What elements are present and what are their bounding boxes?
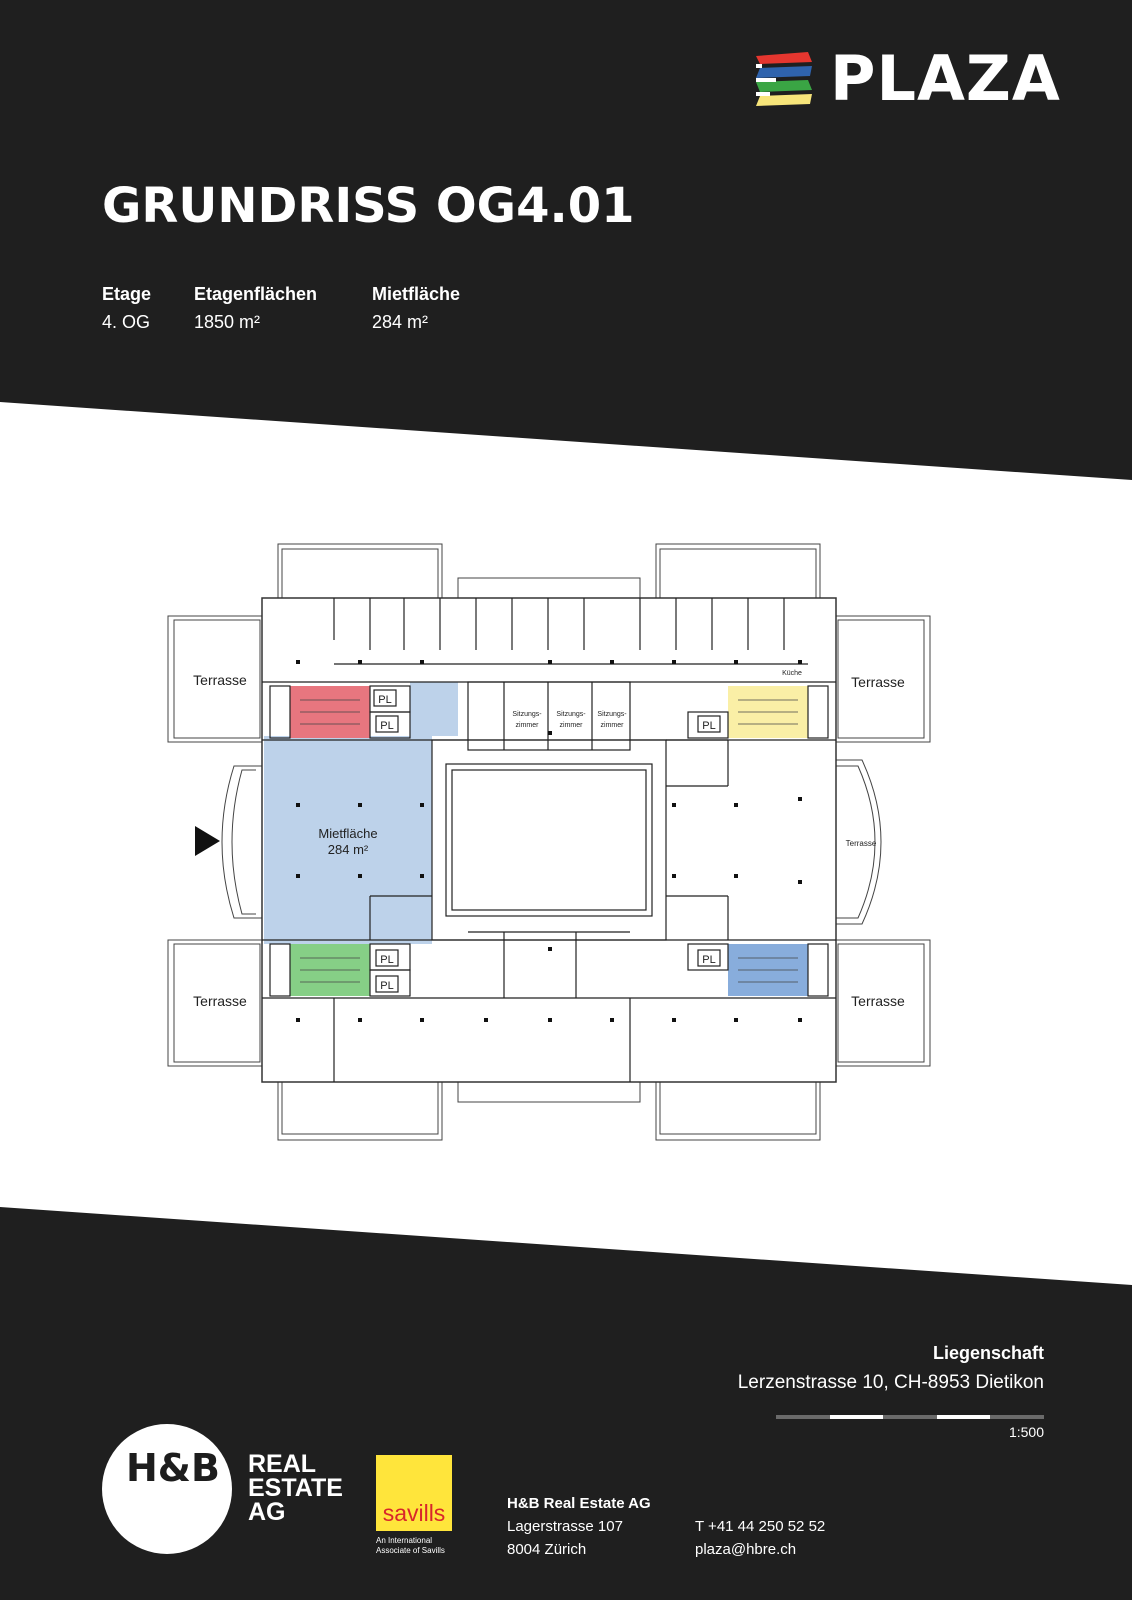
savills-tagline-line1: An International xyxy=(376,1536,433,1545)
logo-text-line1: REAL xyxy=(248,1450,317,1478)
savills-tagline: An International Associate of Savills xyxy=(376,1536,466,1556)
company-street: Lagerstrasse 107 xyxy=(507,1518,623,1535)
balcony-top-left xyxy=(277,543,443,599)
savills-logo-text: savills xyxy=(382,1500,446,1526)
parking-label-5: PL xyxy=(380,980,393,992)
parking-label-1: PL xyxy=(378,694,391,706)
balcony-bottom-right xyxy=(655,1081,821,1141)
meeting-room-1-line1: Sitzungs- xyxy=(512,711,542,718)
meeting-room-3-line1: Sitzungs- xyxy=(597,711,627,718)
stat-floor-area-value: 1850 m² xyxy=(194,312,261,332)
property-address: Lerzenstrasse 10, CH-8953 Dietikon xyxy=(737,1372,1044,1393)
logo-text-line2: ESTATE xyxy=(248,1474,343,1502)
parking-label-4: PL xyxy=(380,954,393,966)
savills-tagline-line2: Associate of Savills xyxy=(376,1546,445,1555)
terrace-label-top-right: Terrasse xyxy=(851,674,905,690)
rental-area-label: Mietfläche xyxy=(318,826,377,841)
entrance-arrow-icon xyxy=(195,826,220,856)
balcony-top-right xyxy=(655,543,821,599)
balcony-bottom-left xyxy=(277,1081,443,1141)
logo-text-line3: AG xyxy=(248,1498,286,1526)
scale-bar xyxy=(776,1415,1044,1419)
company-phone[interactable]: T +41 44 250 52 52 xyxy=(695,1518,826,1535)
stat-floor: Etage 4. OG xyxy=(102,282,151,334)
stat-floor-area: Etagenflächen 1850 m² xyxy=(194,282,317,334)
parking-label-6: PL xyxy=(702,954,715,966)
parking-label-3: PL xyxy=(702,720,715,732)
company-address: H&B Real Estate AG Lagerstrasse 107 8004… xyxy=(507,1492,651,1561)
rental-area xyxy=(264,736,432,944)
company-contact: T +41 44 250 52 52 plaza@hbre.ch xyxy=(695,1515,825,1561)
brand-name: PLAZA xyxy=(830,42,1061,115)
terrace-east xyxy=(836,759,882,925)
savills-logo-icon xyxy=(376,1455,452,1531)
terrace-label-top-left: Terrasse xyxy=(193,672,247,688)
kitchen-label: Küche xyxy=(782,670,802,677)
balcony-top-center xyxy=(457,577,641,599)
company-name: H&B Real Estate AG xyxy=(507,1495,651,1512)
plaza-logo-icon xyxy=(756,52,812,106)
parking-label-2: PL xyxy=(380,720,393,732)
stat-floor-value: 4. OG xyxy=(102,312,151,332)
stat-rental-area-label: Mietfläche xyxy=(372,284,461,304)
balcony-bottom-center xyxy=(457,1081,641,1103)
stat-floor-area-label: Etagenflächen xyxy=(194,284,318,304)
company-city: 8004 Zürich xyxy=(507,1541,587,1558)
terrace-label-bottom-left: Terrasse xyxy=(193,993,247,1009)
company-email[interactable]: plaza@hbre.ch xyxy=(695,1541,797,1558)
meeting-room-1-line2: zimmer xyxy=(516,722,540,729)
meeting-room-2-line1: Sitzungs- xyxy=(556,711,586,718)
entrance-canopy xyxy=(221,765,262,919)
property-label: Liegenschaft xyxy=(932,1343,1044,1363)
stat-rental-area-value: 284 m² xyxy=(372,312,429,332)
page-title: GRUNDRISS OG4.01 xyxy=(102,178,635,234)
rental-area-value: 284 m² xyxy=(328,842,369,857)
scale-label: 1:500 xyxy=(1008,1424,1044,1440)
terrace-label-bottom-right: Terrasse xyxy=(851,993,905,1009)
hb-logo-icon xyxy=(102,1424,232,1554)
real-estate-logo-text: REAL ESTATE AG xyxy=(248,1450,343,1526)
stat-floor-label: Etage xyxy=(102,284,152,304)
meeting-room-2-line2: zimmer xyxy=(560,722,584,729)
terrace-label-east: Terrasse xyxy=(846,839,877,848)
meeting-room-3-line2: zimmer xyxy=(601,722,625,729)
hb-logo-mark: H&B xyxy=(126,1446,220,1490)
stat-rental-area: Mietfläche 284 m² xyxy=(372,282,460,334)
